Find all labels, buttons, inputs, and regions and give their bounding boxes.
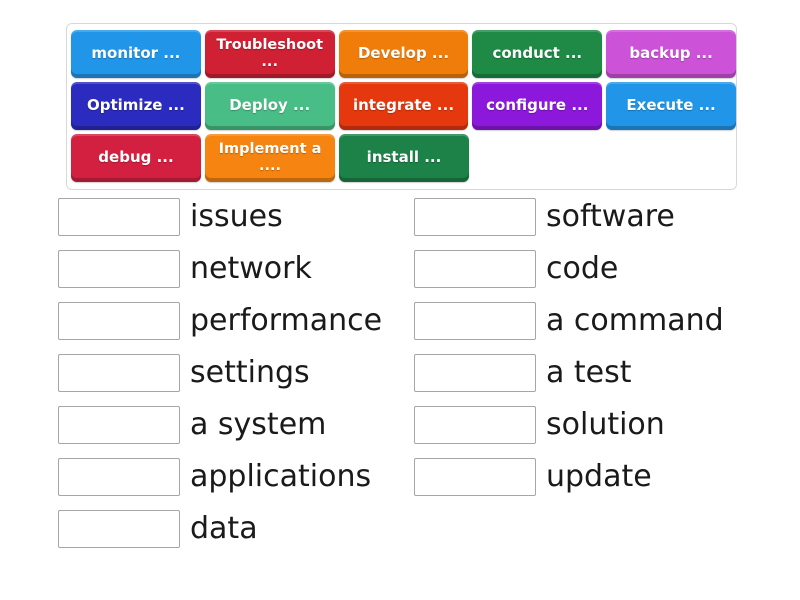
answer-row: applications [58, 458, 382, 496]
answer-column-left: issues network performance settings a system… [58, 198, 382, 562]
answer-label: performance [190, 303, 383, 338]
drop-slot-right-1[interactable] [414, 198, 536, 236]
tile-row: monitor ...Troubleshoot ...Develop ...co… [71, 30, 736, 78]
tile-row: Optimize ...Deploy ...integrate ...confi… [71, 82, 736, 130]
drop-slot-right-5[interactable] [414, 406, 536, 444]
answer-row: a system [58, 406, 382, 444]
tile-bank: monitor ...Troubleshoot ...Develop ...co… [66, 23, 737, 190]
tile-backup[interactable]: backup ... [606, 30, 736, 78]
tile-monitor[interactable]: monitor ... [71, 30, 201, 78]
answer-row: solution [414, 406, 724, 444]
drop-slot-right-6[interactable] [414, 458, 536, 496]
answer-label: code [546, 251, 619, 286]
tile-integrate[interactable]: integrate ... [338, 82, 469, 130]
answer-label: a command [546, 303, 724, 338]
answer-row: network [58, 250, 382, 288]
answer-row: a test [414, 354, 724, 392]
answer-row: a command [414, 302, 724, 340]
drop-slot-left-1[interactable] [58, 198, 180, 236]
answer-label: network [190, 251, 312, 286]
drop-slot-left-7[interactable] [58, 510, 180, 548]
drop-slot-right-2[interactable] [414, 250, 536, 288]
answer-label: settings [190, 355, 310, 390]
drop-slot-left-2[interactable] [58, 250, 180, 288]
drop-slot-left-3[interactable] [58, 302, 180, 340]
answer-label: solution [546, 407, 665, 442]
drop-slot-left-6[interactable] [58, 458, 180, 496]
answer-label: a system [190, 407, 327, 442]
answer-label: issues [190, 199, 283, 234]
tile-debug[interactable]: debug ... [71, 134, 201, 182]
drop-slot-left-4[interactable] [58, 354, 180, 392]
tile-row: debug ...Implement a ....install ... [71, 134, 736, 182]
tile-troubleshoot[interactable]: Troubleshoot ... [204, 30, 335, 78]
answer-row: data [58, 510, 382, 548]
tile-optimize[interactable]: Optimize ... [71, 82, 201, 130]
answer-row: software [414, 198, 724, 236]
answer-label: applications [190, 459, 372, 494]
answer-row: performance [58, 302, 382, 340]
tile-configure[interactable]: configure ... [472, 82, 603, 130]
tile-implement[interactable]: Implement a .... [205, 134, 335, 182]
drop-slot-right-4[interactable] [414, 354, 536, 392]
answer-row: settings [58, 354, 382, 392]
tile-conduct[interactable]: conduct ... [472, 30, 603, 78]
answer-row: code [414, 250, 724, 288]
answer-column-right: software code a command a test solution updat… [414, 198, 724, 510]
answer-label: a test [546, 355, 632, 390]
tile-execute[interactable]: Execute ... [606, 82, 736, 130]
answer-label: software [546, 199, 675, 234]
tile-install[interactable]: install ... [339, 134, 469, 182]
tile-deploy[interactable]: Deploy ... [204, 82, 335, 130]
answer-row: update [414, 458, 724, 496]
tile-develop[interactable]: Develop ... [338, 30, 469, 78]
answer-label: data [190, 511, 258, 546]
answer-row: issues [58, 198, 382, 236]
drop-slot-right-3[interactable] [414, 302, 536, 340]
drop-slot-left-5[interactable] [58, 406, 180, 444]
answer-label: update [546, 459, 652, 494]
